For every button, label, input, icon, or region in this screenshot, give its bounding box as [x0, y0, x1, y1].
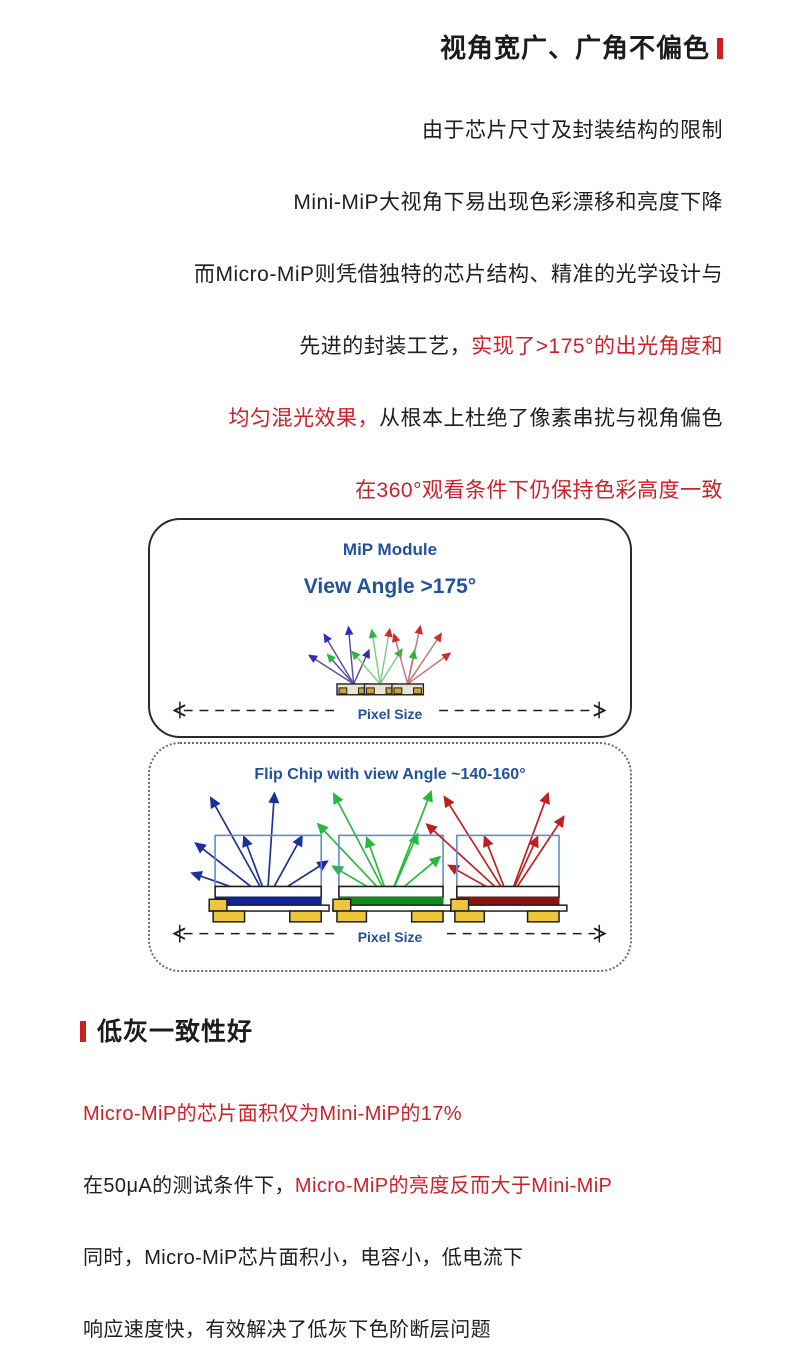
bottom-pixel-size-label: Pixel Size	[357, 929, 423, 945]
diagram-figure: MiP Module View Angle >175°	[148, 518, 632, 972]
text-segment: 先进的封装工艺，	[299, 335, 472, 358]
green-chip	[316, 789, 452, 923]
text-segment: 从根本上杜绝了像素串扰与视角偏色	[379, 407, 723, 430]
page-title: 视角宽广、广角不偏色	[0, 28, 723, 65]
intro-line-5: 均匀混光效果，从根本上杜绝了像素串扰与视角偏色	[0, 383, 723, 455]
mip-module-panel: MiP Module View Angle >175°	[148, 518, 632, 738]
text-segment-highlight: 在360°观看条件下仍保持色彩高度一致	[355, 479, 723, 502]
intro-line-6: 在360°观看条件下仍保持色彩高度一致	[0, 455, 723, 527]
flip-chip-illustration	[150, 789, 630, 943]
flip-chip-label: Flip Chip with view Angle ~140-160°	[254, 766, 526, 783]
body2-line-3: 同时，Micro-MiP芯片面积小，电容小，低电流下	[83, 1222, 773, 1294]
red-chip	[425, 791, 568, 923]
text-segment: Mini-MiP大视角下易出现色彩漂移和亮度下降	[293, 191, 723, 214]
intro-line-1: 由于芯片尺寸及封装结构的限制	[0, 95, 723, 167]
text-segment-highlight: Micro-MiP的亮度反而大于Mini-MiP	[294, 1175, 613, 1197]
mip-module-label: MiP Module	[342, 540, 438, 559]
text-segment-highlight: 均匀混光效果，	[228, 407, 379, 430]
low-gray-paragraph: Micro-MiP的芯片面积仅为Mini-MiP的17% 在50μA的测试条件下…	[83, 1078, 773, 1366]
body2-line-4: 响应速度快，有效解决了低灰下色阶断层问题	[83, 1294, 773, 1366]
body2-line-2: 在50μA的测试条件下，Micro-MiP的亮度反而大于Mini-MiP	[83, 1150, 773, 1222]
text-segment: 由于芯片尺寸及封装结构的限制	[422, 119, 723, 142]
text-segment: 而Micro-MiP则凭借独特的芯片结构、精准的光学设计与	[194, 263, 723, 286]
page-title-text: 视角宽广、广角不偏色	[439, 33, 710, 63]
section-accent-bar	[80, 1021, 86, 1042]
section-title-text: 低灰一致性好	[97, 1018, 254, 1046]
top-pixel-size-label: Pixel Size	[357, 706, 423, 722]
intro-paragraph: 由于芯片尺寸及封装结构的限制 Mini-MiP大视角下易出现色彩漂移和亮度下降 …	[0, 95, 723, 527]
text-segment: 在50μA的测试条件下，	[83, 1175, 295, 1197]
title-accent-bar	[717, 38, 723, 59]
intro-line-4: 先进的封装工艺，实现了>175°的出光角度和	[0, 311, 723, 383]
text-segment-highlight: Micro-MiP的芯片面积仅为Mini-MiP的17%	[83, 1103, 462, 1125]
blue-chip	[190, 791, 330, 923]
section-title-low-gray: 低灰一致性好	[80, 1012, 253, 1048]
text-segment: 响应速度快，有效解决了低灰下色阶断层问题	[83, 1319, 491, 1341]
body2-line-1: Micro-MiP的芯片面积仅为Mini-MiP的17%	[83, 1078, 773, 1150]
flip-chip-panel: Flip Chip with view Angle ~140-160°	[148, 742, 632, 972]
text-segment: 同时，Micro-MiP芯片面积小，电容小，低电流下	[83, 1247, 524, 1269]
mip-view-angle-label: View Angle >175°	[303, 575, 477, 598]
text-segment-highlight: 实现了>175°的出光角度和	[471, 335, 723, 358]
intro-line-2: Mini-MiP大视角下易出现色彩漂移和亮度下降	[0, 167, 723, 239]
mip-module-illustration	[150, 624, 630, 719]
intro-line-3: 而Micro-MiP则凭借独特的芯片结构、精准的光学设计与	[0, 239, 723, 311]
